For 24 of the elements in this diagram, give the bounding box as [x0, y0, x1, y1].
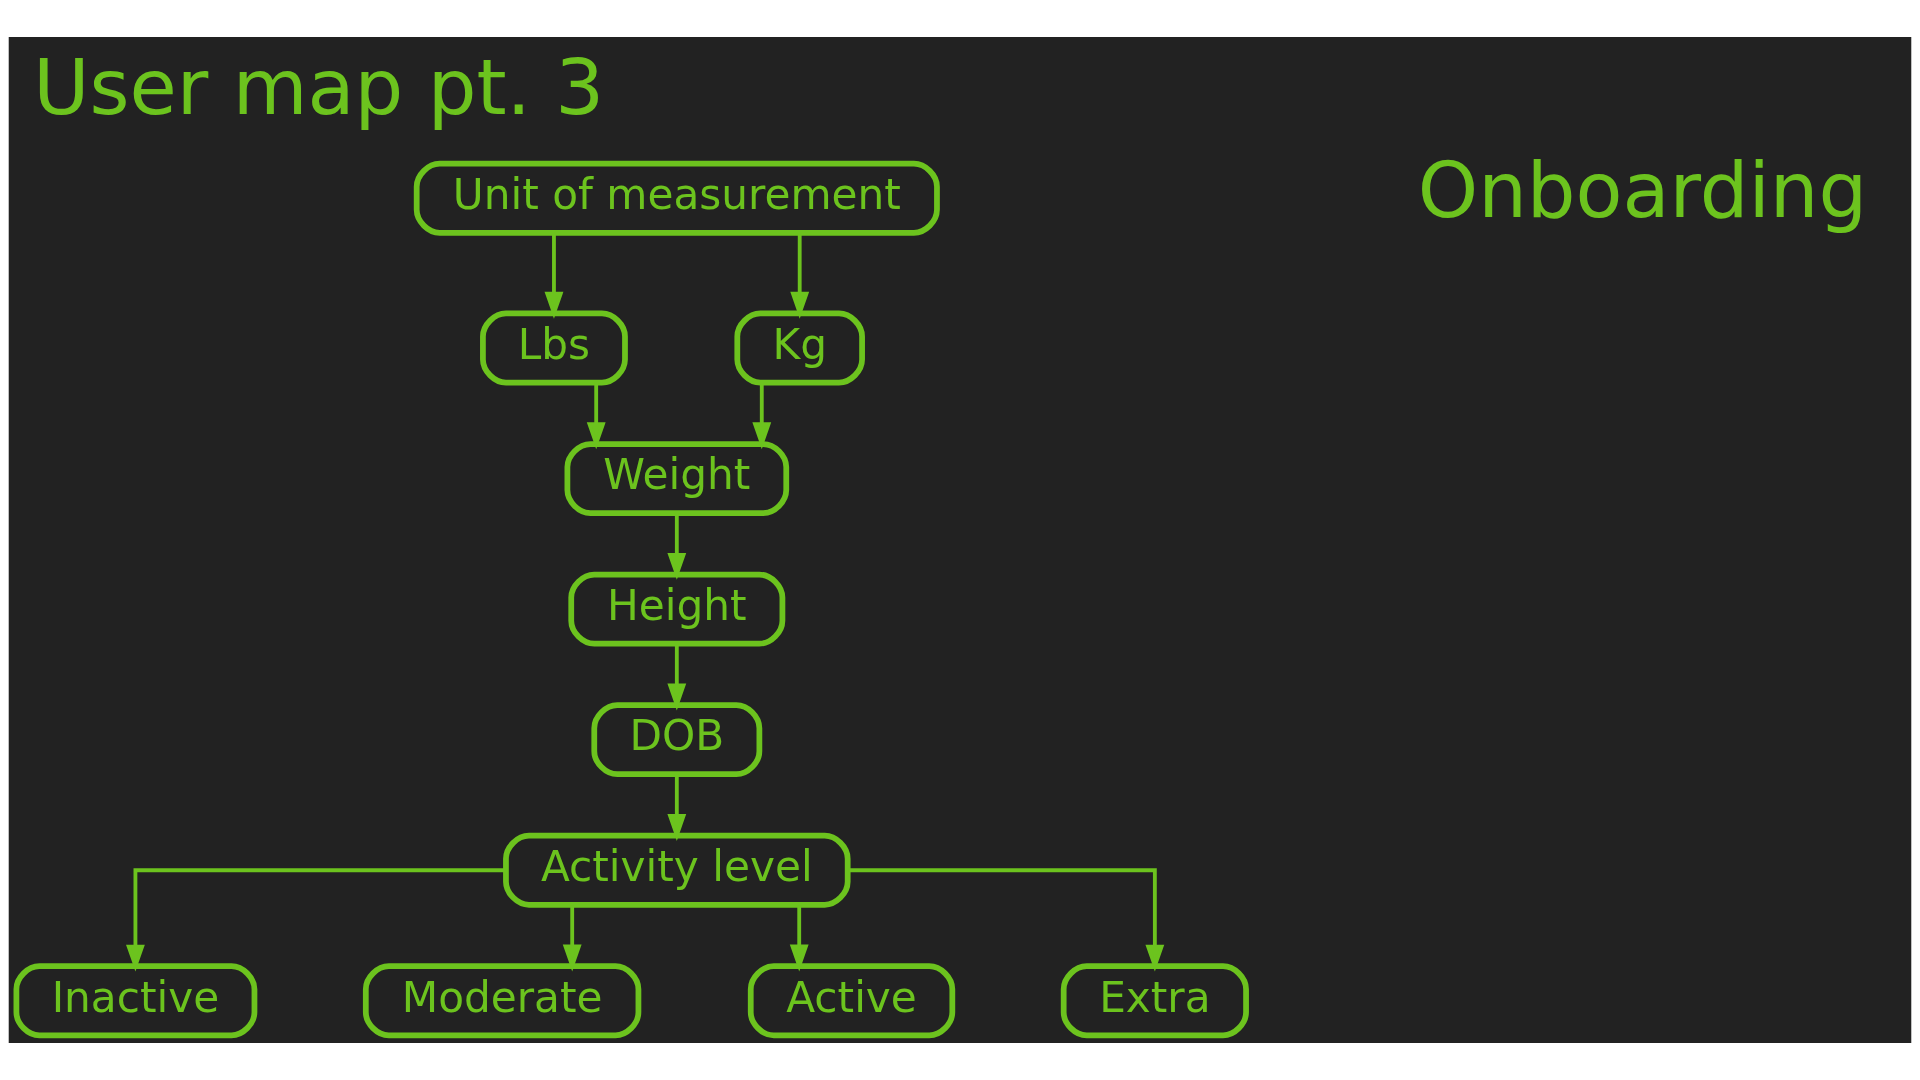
node-box: Inactive	[13, 963, 258, 1039]
arrow	[667, 513, 687, 580]
node-box: Activity level	[503, 832, 851, 908]
node-box: Moderate	[362, 963, 642, 1039]
arrow	[126, 868, 506, 972]
arrow	[586, 383, 606, 450]
node-box: Extra	[1060, 963, 1249, 1039]
node-box: Weight	[564, 441, 790, 516]
node-box: Kg	[734, 310, 865, 386]
diagram-title: User map pt. 3	[33, 42, 605, 132]
arrow	[848, 868, 1165, 972]
node-box: DOB	[591, 702, 763, 778]
arrow	[790, 233, 810, 319]
arrow	[544, 233, 564, 319]
arrow	[667, 774, 687, 841]
node-box: Height	[568, 571, 786, 647]
label: Onboarding	[1417, 146, 1868, 236]
arrow	[562, 905, 582, 972]
node-box: Active	[747, 963, 956, 1039]
arrow	[789, 905, 809, 972]
arrow	[667, 644, 687, 711]
node-box: Lbs	[480, 310, 628, 386]
arrow	[752, 383, 772, 450]
node-box: Unit of measurement	[413, 160, 940, 236]
